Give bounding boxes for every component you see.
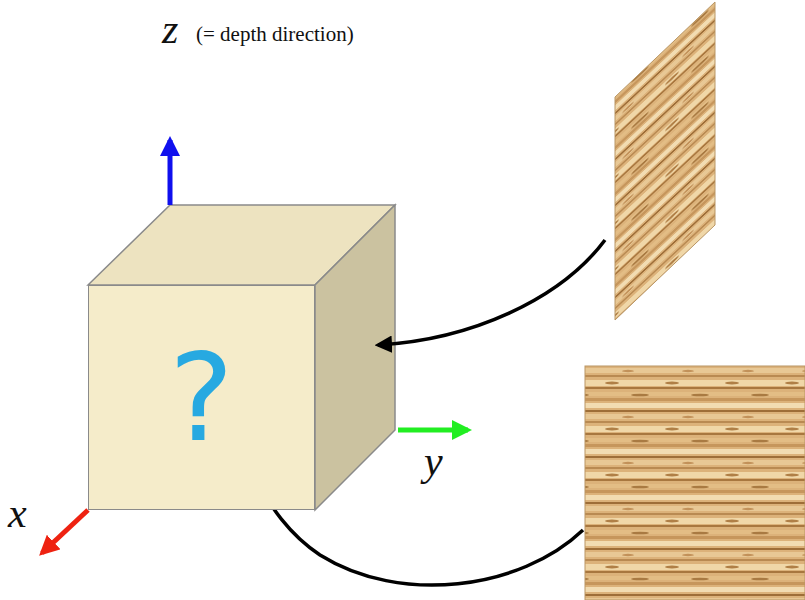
side-wood-texture [600, 0, 730, 330]
mapping-arrow [378, 240, 605, 345]
y-axis [398, 428, 468, 433]
axis-label: z [162, 8, 178, 50]
axis-note: (= depth direction) [196, 24, 354, 45]
axis-label: x [8, 492, 27, 534]
axis-label: y [424, 440, 443, 482]
cube-front-face: ? [88, 285, 315, 510]
front-wood-texture [585, 366, 805, 600]
question-mark: ? [169, 337, 234, 459]
z-axis [168, 140, 173, 205]
x-axis [42, 510, 88, 553]
cube-side-face [315, 205, 395, 510]
